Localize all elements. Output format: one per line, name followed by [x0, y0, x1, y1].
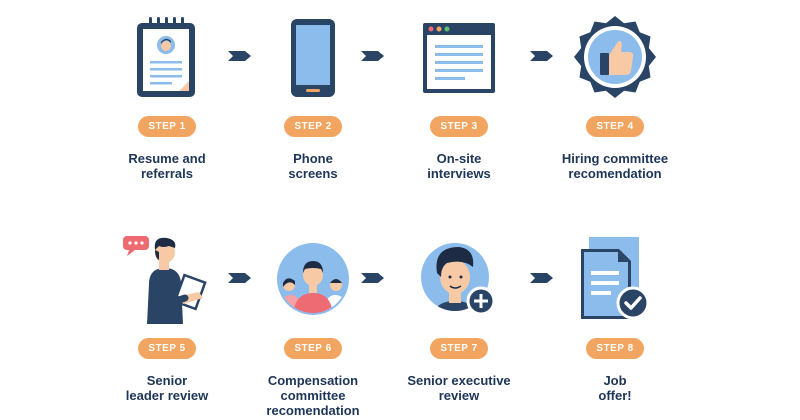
- group-avatar-icon: [253, 234, 373, 324]
- smartphone-icon: [253, 12, 373, 102]
- arrow-right-icon: [530, 273, 553, 283]
- step-badge: STEP 8: [586, 338, 644, 359]
- arrow-right-icon: [361, 273, 384, 283]
- thumbs-up-seal-icon: [555, 12, 675, 102]
- arrow-right-icon: [361, 51, 384, 61]
- man-with-tablet-icon: [107, 234, 227, 324]
- document-check-icon: [555, 234, 675, 324]
- arrow-right-icon: [228, 273, 251, 283]
- browser-window-icon: [399, 12, 519, 102]
- clipboard-resume-icon: [107, 12, 227, 102]
- step-badge: STEP 6: [284, 338, 342, 359]
- step-badge: STEP 3: [430, 116, 488, 137]
- executive-avatar-add-icon: [399, 234, 519, 324]
- step-badge: STEP 5: [138, 338, 196, 359]
- step-badge: STEP 1: [138, 116, 196, 137]
- step-badge: STEP 2: [284, 116, 342, 137]
- step-badge: STEP 7: [430, 338, 488, 359]
- arrow-right-icon: [530, 51, 553, 61]
- step-badge: STEP 4: [586, 116, 644, 137]
- arrow-right-icon: [228, 51, 251, 61]
